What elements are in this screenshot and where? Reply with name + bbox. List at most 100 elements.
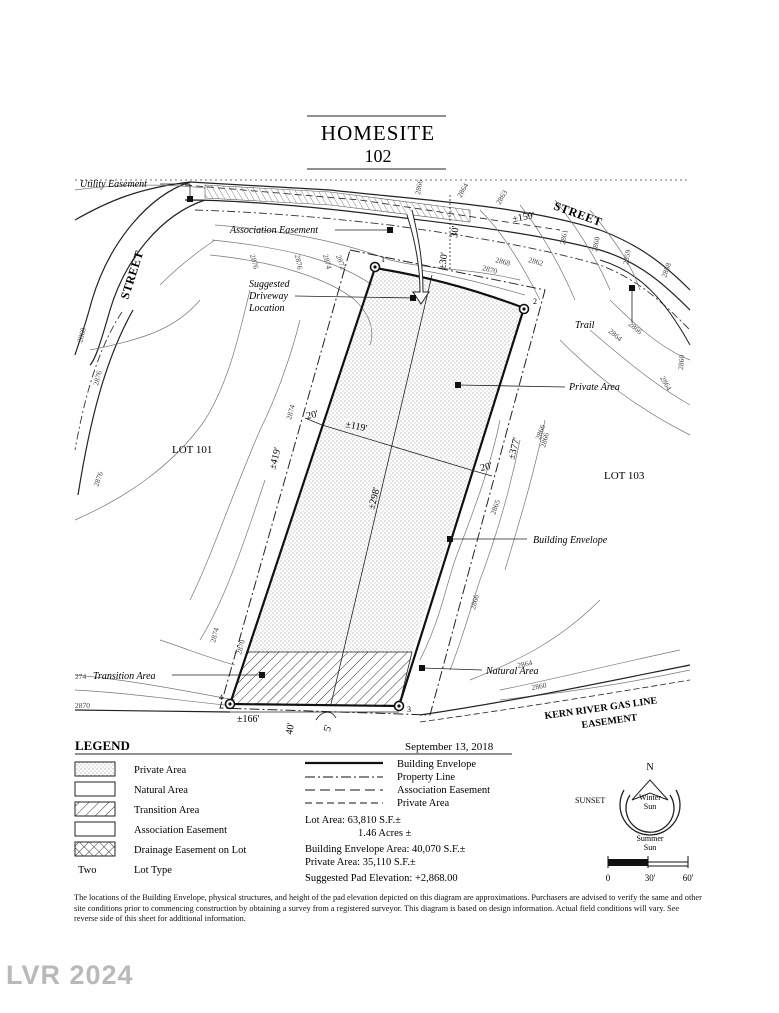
point-label: 3	[407, 705, 411, 714]
dim-side-left: 20'	[305, 409, 319, 422]
contour-label: 2866	[413, 179, 425, 196]
north-arrow-icon	[631, 779, 669, 801]
compass-sun-diagram: N SUNSET Winter Sun Summer Sun	[575, 762, 681, 852]
private-area	[247, 268, 524, 652]
contour-label: 2865	[488, 498, 502, 515]
contour-label: 2870	[481, 263, 498, 276]
contour-label: 2868	[494, 255, 511, 268]
contour-label: 2863	[494, 188, 509, 206]
disclaimer-text: The locations of the Building Envelope, …	[74, 893, 702, 924]
scale-label: 60'	[683, 873, 694, 883]
dim-top-frontage: ±159'	[512, 210, 536, 225]
street-label-top: STREET	[552, 199, 604, 229]
dim-front-depth: ±30'	[437, 252, 450, 271]
lot-type-label: Lot Type	[134, 865, 172, 876]
legend-swatch-labels: Private Area Natural Area Transition Are…	[78, 765, 246, 876]
callout-labels: Utility Easement Association Easement Su…	[80, 179, 620, 682]
dim-bottom-width: ±166'	[237, 714, 259, 725]
lot-101-label: LOT 101	[172, 444, 212, 456]
legend-line-label: Property Line	[397, 772, 455, 783]
legend-line-labels: Building Envelope Property Line Associat…	[397, 759, 490, 809]
contour-label: 2874	[284, 403, 297, 420]
contour-label: 2862	[527, 255, 544, 268]
legend-date: September 13, 2018	[405, 741, 494, 753]
contour-label: 2876	[248, 253, 261, 270]
trail-label: Trail	[575, 320, 595, 331]
corner-points: 1 2 3 4	[219, 255, 537, 714]
legend-line-label: Association Easement	[397, 785, 490, 796]
contour-label: 2866	[627, 320, 644, 337]
legend-line-samples	[305, 761, 383, 804]
property-line	[219, 249, 546, 716]
bottom-arc-icon	[315, 711, 337, 721]
envelope-area: Building Envelope Area: 40,070 S.F.±	[305, 844, 466, 855]
page-title: HOMESITE	[321, 121, 435, 145]
contour-label: 2870	[234, 638, 247, 655]
contour-label: 2864	[658, 375, 673, 393]
utility-easement-label: Utility Easement	[80, 179, 147, 190]
compass-north: N	[646, 762, 653, 773]
driveway-label-line3: Location	[248, 303, 285, 314]
dimension-labels: ±159' 30' ±30' ±119' 20' 20' ±419' ±377'…	[237, 210, 536, 735]
point-label: 1	[381, 255, 385, 264]
legend-swatches	[74, 761, 116, 857]
winter-sun-label2: Sun	[644, 802, 656, 811]
gas-line-easement	[74, 664, 691, 723]
top-road	[74, 181, 691, 346]
dim-side-right: 20'	[479, 461, 493, 474]
transition-area	[229, 651, 413, 707]
legend-heading: LEGEND	[75, 738, 130, 753]
lot-statistics: Lot Area: 63,810 S.F.± 1.46 Acres ± Buil…	[305, 815, 466, 884]
contour-label: 2864	[517, 658, 534, 670]
scale-bar: 0 30' 60'	[606, 856, 694, 883]
swatch-private-area	[74, 761, 116, 777]
winter-sun-label1: Winter	[639, 793, 661, 802]
legend-label: Transition Area	[134, 805, 200, 816]
transition-area-label: Transition Area	[93, 671, 156, 682]
contour-label: 2861	[558, 229, 570, 246]
contour-label: 2866	[468, 593, 481, 610]
contour-label: 2872	[334, 254, 348, 271]
dim-bottom-5: 5'	[322, 724, 334, 733]
sunset-label: SUNSET	[575, 796, 605, 805]
contour-label: 2868	[75, 326, 88, 343]
dim-bottom-40: 40'	[284, 722, 297, 736]
private-area-stat: Private Area: 35,110 S.F.±	[305, 857, 416, 868]
contour-label: 2859	[621, 249, 633, 266]
street-label-left: STREET	[118, 249, 147, 301]
lot-acres: 1.46 Acres ±	[358, 828, 412, 839]
homesite-number: 102	[365, 146, 392, 166]
legend-label: Drainage Easement on Lot	[134, 845, 246, 856]
dim-left-length: ±419'	[267, 446, 283, 471]
legend-line-label: Private Area	[397, 798, 450, 809]
contour-lines	[74, 184, 691, 706]
lot-type-value: Two	[78, 865, 97, 876]
dim-width: ±119'	[344, 419, 368, 434]
legend-label: Private Area	[134, 765, 187, 776]
pad-elevation: Suggested Pad Elevation: +2,868.00	[305, 873, 458, 884]
building-envelope-label: Building Envelope	[533, 535, 608, 546]
contour-label: 2860	[590, 236, 602, 253]
contour-label: 274	[75, 672, 87, 681]
lot-area: Lot Area: 63,810 S.F.±	[305, 815, 401, 826]
summer-sun-label1: Summer	[636, 834, 663, 843]
legend-label: Natural Area	[134, 785, 188, 796]
association-easement-label: Association Easement	[229, 225, 318, 236]
legend-line-label: Building Envelope	[397, 759, 476, 770]
contour-label: 2874	[208, 626, 221, 643]
swatch-transition-area	[74, 801, 116, 817]
contour-label: 2874	[321, 253, 334, 270]
summer-sun-label2: Sun	[644, 843, 656, 852]
association-easement-line	[184, 184, 561, 231]
driveway-label-line2: Driveway	[248, 291, 288, 302]
point-label: 2	[533, 297, 537, 306]
contour-label: 2876	[293, 254, 305, 271]
contour-label: 2860	[531, 680, 548, 692]
contour-label: 2876	[91, 369, 104, 386]
left-road	[74, 181, 206, 496]
contour-label: 2876	[91, 470, 105, 487]
driveway-arrow-icon	[406, 209, 430, 305]
scale-label: 30'	[645, 873, 656, 883]
